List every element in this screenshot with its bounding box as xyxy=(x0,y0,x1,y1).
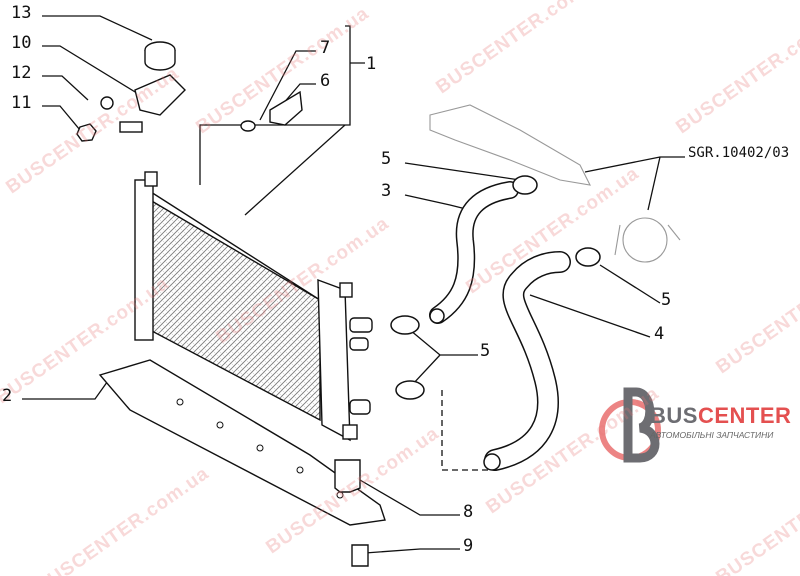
logo-mark xyxy=(599,387,661,463)
mount-bracket xyxy=(98,359,386,526)
callout-13: 13 xyxy=(11,3,32,23)
callout-7: 7 xyxy=(320,38,331,58)
hose-4 xyxy=(485,252,570,470)
callout-1: 1 xyxy=(366,54,377,74)
callout-5: 5 xyxy=(480,341,491,361)
callout-10: 10 xyxy=(11,33,32,53)
radiator xyxy=(134,171,373,442)
callout-8: 8 xyxy=(463,502,474,522)
callout-4: 4 xyxy=(654,324,665,344)
leader-13 xyxy=(42,15,153,41)
logo-name: BUSCENTER xyxy=(650,403,792,428)
callout-2: 2 xyxy=(2,386,13,406)
hose-3 xyxy=(430,182,518,323)
callout-5: 5 xyxy=(381,149,392,169)
callout-11: 11 xyxy=(11,93,32,113)
callout-6: 6 xyxy=(320,71,331,91)
callout-9: 9 xyxy=(463,536,474,556)
callout-3: 3 xyxy=(381,181,392,201)
callout-5: 5 xyxy=(661,290,672,310)
callout-12: 12 xyxy=(11,63,32,83)
callout-reference-code: SGR.10402/03 xyxy=(688,145,790,161)
logo-subtitle: АВТОМОБІЛЬНІ ЗАПЧАСТИНИ xyxy=(650,430,774,440)
buscenter-logo: BUSCENTER АВТОМОБІЛЬНІ ЗАПЧАСТИНИ xyxy=(598,383,798,453)
leader-10 xyxy=(42,45,141,96)
